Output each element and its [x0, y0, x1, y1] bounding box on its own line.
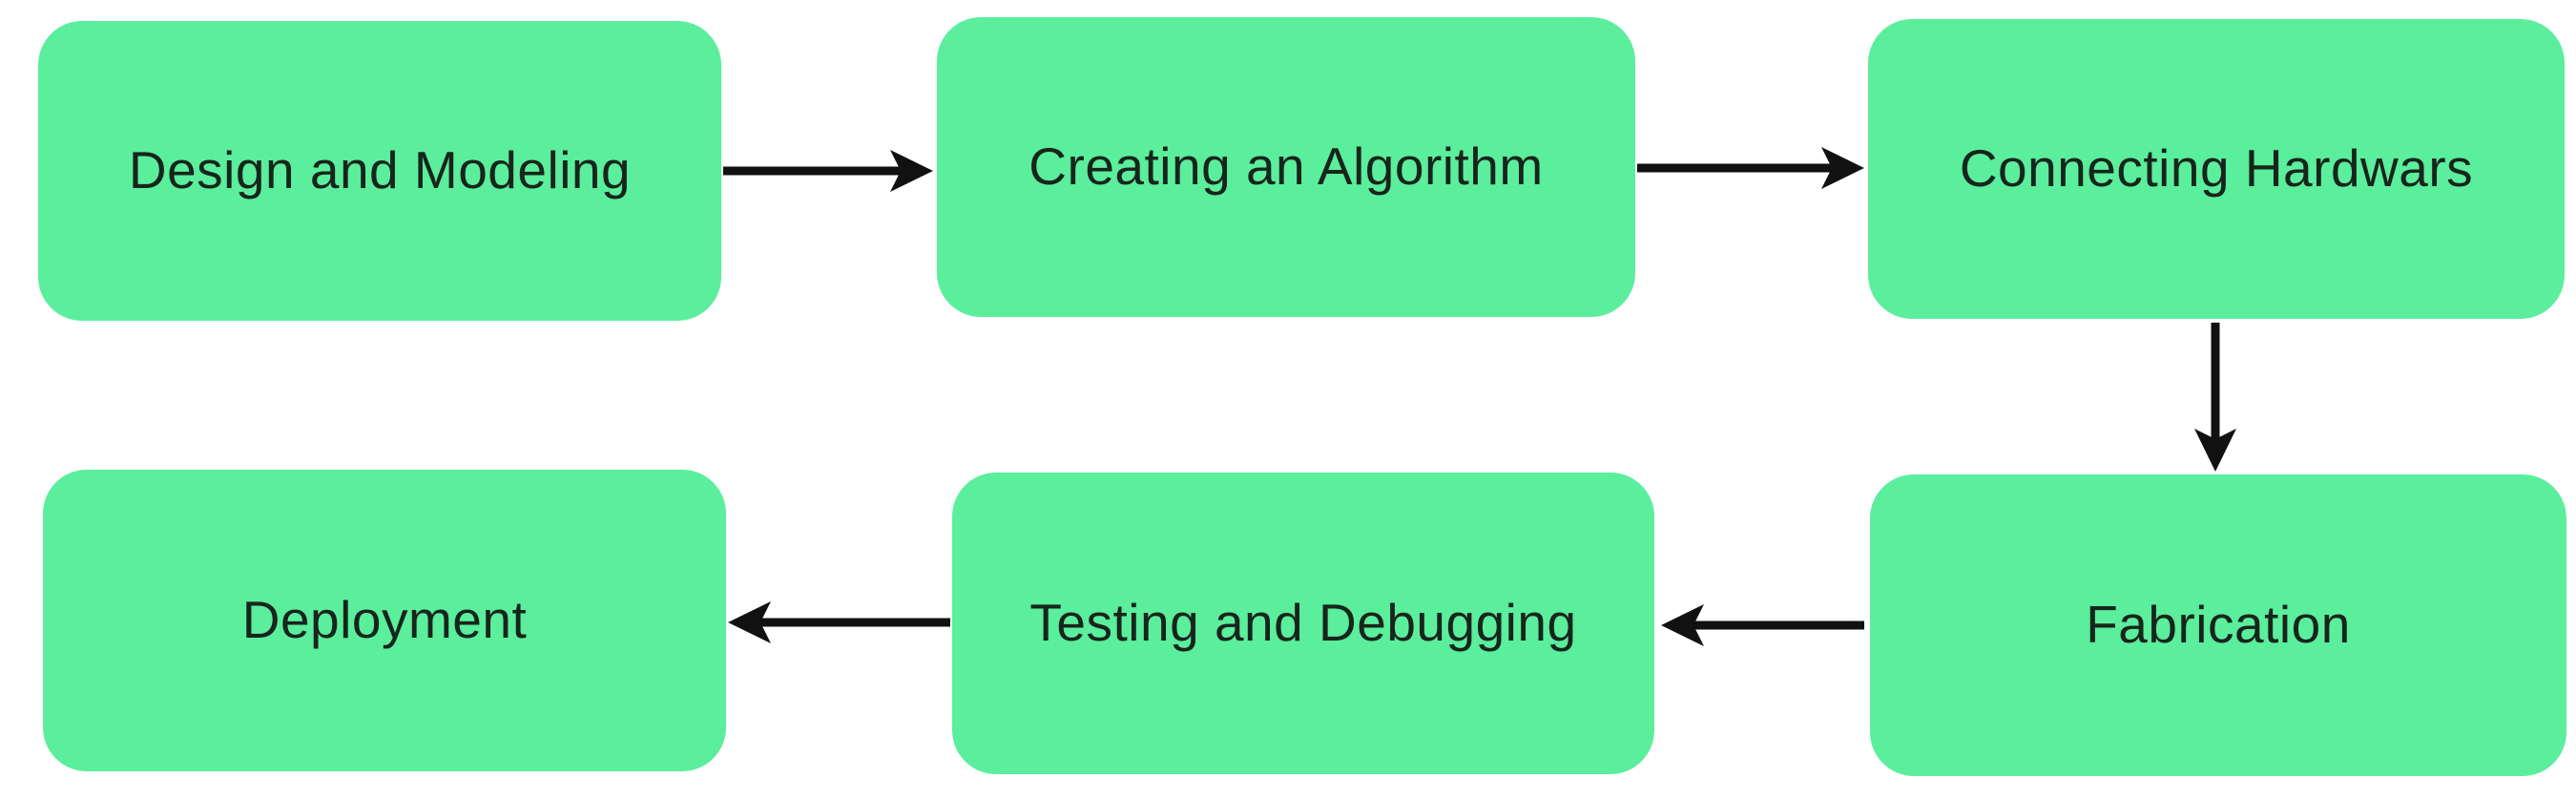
arrow-testing-to-deployment-icon [728, 601, 950, 643]
node-label: Connecting Hardwars [1959, 138, 2474, 199]
arrow-hardware-to-fabrication-icon [2194, 323, 2236, 472]
flowchart-node-creating-an-algorithm: Creating an Algorithm [937, 17, 1635, 317]
flowchart-node-design-and-modeling: Design and Modeling [38, 21, 721, 321]
node-label: Fabrication [2086, 595, 2351, 655]
arrow-algorithm-to-hardware-icon [1637, 147, 1864, 189]
node-label: Deployment [241, 590, 528, 650]
flowchart-node-fabrication: Fabrication [1870, 474, 2566, 776]
node-label: Design and Modeling [128, 140, 632, 200]
flowchart-node-deployment: Deployment [43, 470, 726, 771]
node-label: Creating an Algorithm [1028, 137, 1544, 197]
arrow-design-to-algorithm-icon [723, 150, 933, 192]
arrow-fabrication-to-testing-icon [1661, 604, 1864, 646]
node-label: Testing and Debugging [1029, 593, 1577, 653]
flowchart-node-testing-and-debugging: Testing and Debugging [952, 473, 1654, 774]
flowchart-node-connecting-hardwars: Connecting Hardwars [1868, 19, 2565, 319]
